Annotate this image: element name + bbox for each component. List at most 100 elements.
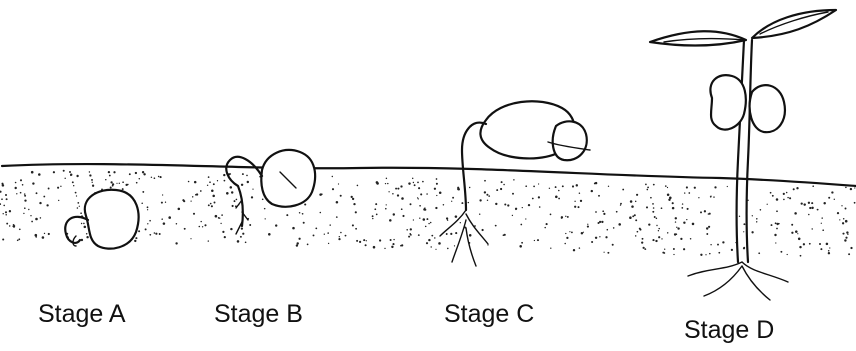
soil-dot	[682, 203, 683, 204]
soil-dot	[605, 236, 607, 238]
soil-dot	[580, 200, 582, 202]
soil-dot	[392, 193, 394, 195]
soil-dot	[251, 196, 253, 198]
soil-dot	[488, 195, 490, 197]
soil-dot	[384, 248, 385, 249]
soil-dot	[700, 254, 702, 256]
soil-dot	[296, 244, 298, 246]
soil-dot	[455, 232, 457, 234]
soil-dot	[607, 229, 609, 231]
soil-dot	[447, 220, 448, 221]
soil-dot	[434, 188, 436, 190]
soil-dot	[573, 249, 575, 251]
soil-dot	[479, 199, 481, 201]
soil-dot	[79, 206, 80, 207]
soil-dot	[192, 196, 193, 197]
soil-dot	[35, 234, 38, 237]
soil-dot	[389, 219, 392, 222]
soil-dot	[352, 198, 354, 200]
soil-dot	[698, 197, 699, 198]
soil-dot	[803, 203, 805, 205]
soil-dot	[681, 207, 683, 209]
soil-dot	[75, 192, 77, 194]
soil-dot	[252, 189, 253, 190]
soil-dot	[635, 219, 637, 221]
soil-dot	[241, 227, 243, 229]
soil-dot	[579, 193, 580, 194]
soil-dot	[525, 185, 527, 187]
soil-dot	[406, 229, 408, 231]
soil-dot	[409, 233, 411, 235]
soil-dot	[587, 226, 589, 228]
soil-dot	[176, 223, 178, 225]
soil-dot	[525, 218, 526, 219]
soil-dot	[46, 204, 48, 206]
soil-dot	[507, 204, 509, 206]
soil-dot	[803, 243, 805, 245]
soil-dot	[38, 173, 41, 176]
soil-dot	[386, 204, 387, 205]
soil-dot	[392, 243, 394, 245]
soil-dot	[443, 204, 445, 206]
soil-dot	[161, 218, 163, 220]
soil-dot	[423, 218, 426, 221]
soil-dot	[0, 191, 2, 193]
soil-dot	[819, 243, 821, 245]
soil-dot	[783, 193, 785, 195]
soil-dot	[565, 216, 566, 217]
soil-dot	[147, 206, 149, 208]
soil-dot	[223, 174, 225, 176]
soil-dot	[793, 188, 795, 190]
soil-dot	[469, 187, 470, 188]
soil-dot	[5, 194, 7, 196]
soil-dot	[486, 194, 488, 196]
soil-dot	[81, 223, 82, 224]
soil-dot	[175, 242, 177, 244]
soil-dot	[658, 236, 660, 238]
soil-dot	[24, 195, 26, 197]
soil-dot	[236, 199, 238, 201]
soil-dot	[211, 205, 213, 207]
soil-dot	[145, 228, 147, 230]
soil-dot	[566, 237, 568, 239]
soil-dot	[219, 218, 220, 219]
soil-dot	[359, 241, 361, 243]
soil-dot	[142, 171, 144, 173]
soil-dot	[340, 195, 342, 197]
soil-dot	[438, 242, 441, 245]
soil-dot	[632, 215, 634, 217]
soil-dot	[15, 187, 17, 189]
soil-dot	[425, 226, 427, 228]
soil-dot	[558, 198, 560, 200]
soil-dot	[808, 202, 810, 204]
soil-dot	[89, 171, 90, 172]
soil-dot	[608, 186, 609, 187]
soil-dot	[393, 239, 394, 240]
soil-dot	[850, 188, 852, 190]
soil-dot	[512, 193, 514, 195]
soil-dot	[436, 195, 437, 196]
soil-dot	[336, 216, 338, 218]
soil-dot	[821, 223, 822, 224]
soil-dot	[304, 203, 306, 205]
soil-dot	[35, 218, 38, 221]
soil-dot	[513, 179, 514, 180]
soil-dot	[224, 180, 226, 182]
soil-dot	[555, 186, 557, 188]
soil-dot	[454, 245, 455, 246]
soil-dot	[787, 254, 788, 255]
soil-dot	[795, 230, 798, 233]
soil-dot	[76, 175, 78, 177]
soil-dot	[653, 184, 655, 186]
soil-dot	[791, 224, 793, 226]
soil-dot	[213, 183, 215, 185]
soil-dot	[116, 183, 117, 184]
soil-dot	[178, 208, 181, 211]
soil-dot	[620, 204, 621, 205]
soil-dot	[184, 228, 186, 230]
soil-dot	[821, 217, 822, 218]
soil-dot	[231, 191, 233, 193]
soil-dot	[522, 207, 523, 208]
soil-dot	[674, 233, 676, 235]
soil-dot	[30, 215, 31, 216]
